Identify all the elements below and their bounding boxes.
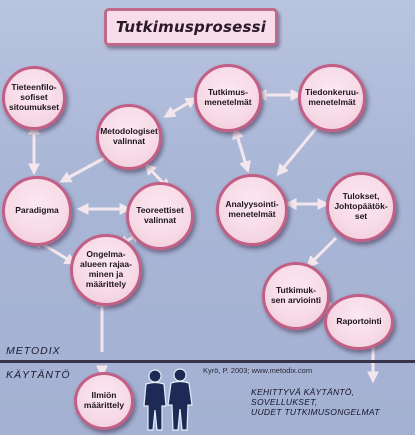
node-teoreettiset: Teoreettiset valinnat bbox=[126, 182, 194, 250]
diagram-title: Tutkimusprosessi bbox=[104, 8, 278, 46]
node-analyysimenetelmat: Analyysointi- menetelmät bbox=[216, 174, 288, 246]
node-tulokset: Tulokset, Johtopäätök- set bbox=[326, 172, 396, 242]
practice-line-1: KEHITTYVÄ KÄYTÄNTÖ, bbox=[251, 387, 355, 397]
arrow-tiedonkeruu-analyysi bbox=[276, 125, 320, 177]
arrow-tulokset-arviointi bbox=[306, 236, 338, 268]
practice-line-2: SOVELLUKSET, bbox=[251, 396, 318, 407]
source-credit: Kyrö, P. 2003; www.metodix.com bbox=[203, 366, 313, 375]
arrow-tutkimus-analyysi bbox=[232, 126, 251, 174]
arrow-metodologiset-tutkimus bbox=[163, 97, 198, 118]
node-paradigma: Paradigma bbox=[2, 176, 72, 246]
practice-text: KEHITTYVÄ KÄYTÄNTÖ, SOVELLUKSET, UUDET T… bbox=[251, 387, 380, 417]
node-ilmion: Ilmiön määrittely bbox=[74, 372, 134, 430]
two-people-silhouette-icon bbox=[143, 368, 193, 431]
node-tutkimusmenetelmat: Tutkimus- menetelmät bbox=[194, 64, 262, 132]
node-raportointi: Raportointi bbox=[324, 294, 394, 350]
practice-line-3: UUDET TUTKIMUSONGELMAT bbox=[251, 406, 380, 417]
node-ongelma: Ongelma- alueen rajaa- minen ja määritte… bbox=[70, 234, 142, 306]
node-tiedonkeruumenetelmat: Tiedonkeruu- menetelmät bbox=[298, 64, 366, 132]
node-metodologiset: Metodologiset valinnat bbox=[96, 104, 162, 170]
node-tieteenfilosofiset: Tieteenfilo- sofiset sitoumukset bbox=[2, 66, 66, 130]
arrow-paradigma-metodologiset bbox=[59, 152, 115, 183]
label-metodix: METODIX bbox=[6, 345, 61, 357]
metodix-practice-divider bbox=[0, 360, 415, 363]
node-arviointi: Tutkimuk- sen arviointi bbox=[262, 262, 330, 330]
label-kaytanto: KÄYTÄNTÖ bbox=[6, 369, 71, 381]
